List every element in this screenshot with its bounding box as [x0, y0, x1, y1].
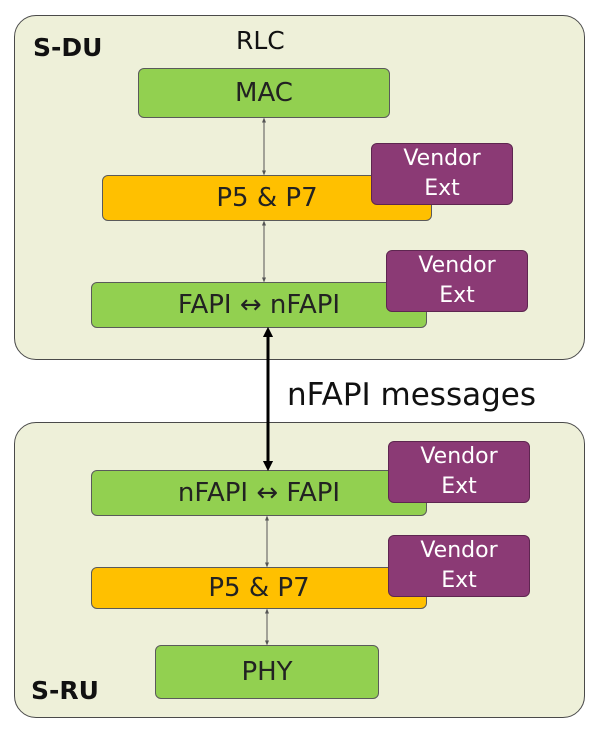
- sru-vendor-ext-2: Vendor Ext: [388, 535, 530, 597]
- sru-vendor-ext-2-line1: Vendor: [420, 538, 498, 563]
- sdu-vendor-ext-1: Vendor Ext: [371, 143, 513, 205]
- phy-label: PHY: [241, 657, 293, 687]
- sdu-vendor-ext-1-line1: Vendor: [403, 146, 481, 171]
- phy-box: PHY: [155, 645, 379, 699]
- sdu-vendor-ext-2-line1: Vendor: [418, 253, 496, 278]
- sru-vendor-ext-2-line2: Ext: [441, 568, 477, 593]
- sru-vendor-ext-1-line2: Ext: [441, 474, 477, 499]
- sru-vendor-ext-1: Vendor Ext: [388, 441, 530, 503]
- sru-vendor-ext-1-line1: Vendor: [420, 444, 498, 469]
- nfapi-fapi-box: nFAPI ↔ FAPI: [91, 470, 427, 516]
- sru-p5p7-box: P5 & P7: [91, 567, 427, 609]
- mac-box: MAC: [138, 68, 390, 118]
- sdu-vendor-ext-2: Vendor Ext: [386, 250, 528, 312]
- rlc-label: RLC: [236, 26, 285, 55]
- sdu-title: S-DU: [33, 33, 103, 62]
- sru-p5p7-label: P5 & P7: [208, 573, 310, 603]
- sdu-vendor-ext-1-line2: Ext: [424, 176, 460, 201]
- sdu-vendor-ext-2-line2: Ext: [439, 283, 475, 308]
- nfapi-fapi-label: nFAPI ↔ FAPI: [177, 478, 341, 508]
- fapi-nfapi-label: FAPI ↔ nFAPI: [177, 290, 341, 320]
- sdu-p5p7-label: P5 & P7: [216, 183, 318, 213]
- nfapi-messages-label: nFAPI messages: [287, 377, 536, 413]
- mac-label: MAC: [235, 78, 293, 108]
- sru-title: S-RU: [31, 676, 99, 705]
